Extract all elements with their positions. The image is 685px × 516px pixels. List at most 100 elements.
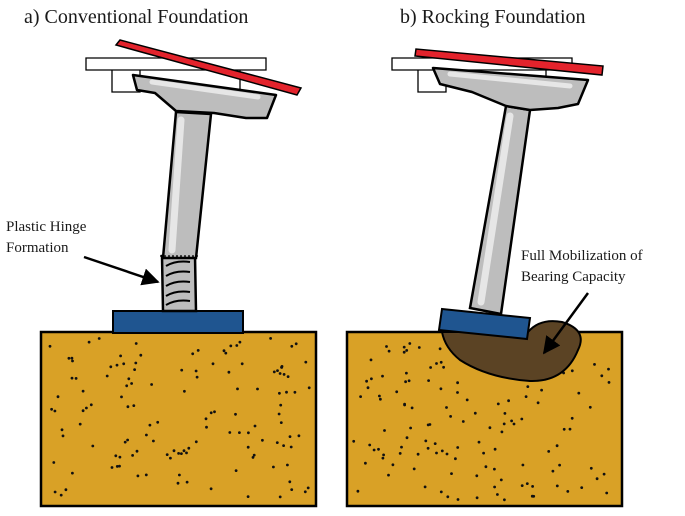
soil-particle [461,420,465,423]
soil-particle [228,431,232,434]
soil-particle [383,429,386,432]
soil-particle [524,395,528,398]
soil-particle [512,422,516,426]
soil-particle [398,452,402,455]
soil-particle [227,370,231,374]
soil-particle [445,452,449,456]
soil-particle [195,375,199,379]
soil-particle [496,402,500,406]
soil-particle [182,449,186,453]
soil-particle [456,498,460,501]
soil-particle [456,391,459,394]
soil-particle [520,417,524,421]
soil-particle [555,444,559,448]
soil-particle [607,367,610,371]
soil-particle [269,337,272,340]
soil-particle [365,379,368,383]
soil-particle [135,449,139,453]
soil-particle [307,386,311,390]
soil-particle [423,485,427,489]
soil-particle [288,435,292,438]
soil-particle [152,439,155,443]
soil-particle [520,484,524,487]
soil-particle [59,493,63,497]
soil-particle [74,377,78,380]
footing-right [437,307,532,341]
soil-particle [56,395,60,399]
soil-particle [381,456,385,460]
soil-particle [165,453,169,456]
soil-particle [279,403,283,407]
soil-particle [185,480,189,484]
soil-particle [359,395,362,398]
soil-particle [67,356,71,360]
annotation-bearing-capacity-line1: Full Mobilization of [521,248,643,264]
soil-particle [229,344,233,348]
soil-particle [502,422,506,426]
soil-particle [286,375,290,378]
soil-particle [64,488,68,492]
soil-particle [568,427,572,431]
soil-particle [410,406,414,410]
soil-particle [71,359,74,363]
soil-particle [379,397,382,401]
soil-particle [53,409,57,413]
deck-left [114,39,303,96]
soil-particle [547,450,551,453]
soil-particle [589,466,593,470]
arrow-icon [83,255,160,286]
soil-particle [172,449,176,453]
soil-particle [378,394,381,398]
panel-conventional [39,39,318,508]
soil-particle [289,445,293,449]
soil-particle [278,372,282,375]
soil-particle [276,369,279,372]
soil-particle [246,445,250,449]
soil-particle [185,451,188,455]
soil-particle [377,447,380,451]
soil-particle [286,463,289,467]
soil-particle [526,385,530,388]
soil-particle [60,428,64,432]
soil-particle [282,373,286,376]
soil-particle [279,421,283,424]
soil-particle [488,426,492,430]
soil-particle [521,463,525,467]
soil-particle [148,423,152,427]
soil-particle [275,441,279,444]
soil-particle [238,431,241,434]
soil-particle [368,443,372,447]
panel-title-conventional: a) Conventional Foundation [24,6,249,28]
soil-particle [285,390,288,394]
soil-particle [70,376,74,380]
soil-particle [570,416,574,420]
soil-particle [118,455,122,459]
soil-particle [150,383,154,386]
soil-particle [439,360,443,364]
soil-particle [183,389,186,393]
soil-particle [600,374,604,378]
soil-particle [105,374,109,378]
soil-particle [570,369,574,373]
soil-particle [402,350,406,354]
soil-particle [382,453,385,457]
soil-particle [407,379,411,383]
soil-particle [252,453,256,457]
soil-particle [187,446,191,450]
soil-particle [119,354,122,358]
soil-particle [224,351,228,355]
soil-particle [71,471,74,475]
soil-particle [256,387,259,391]
soil-particle [439,387,443,391]
soil-particle [180,368,184,372]
soil-particle [278,495,282,499]
soil-particle [405,371,408,375]
soil-particle [261,438,264,442]
soil-particle [369,358,373,362]
soil-particle [191,352,195,356]
soil-particle [120,395,123,399]
soil-particle [400,445,403,449]
soil-particle [114,454,118,458]
soil-particle [272,370,276,374]
